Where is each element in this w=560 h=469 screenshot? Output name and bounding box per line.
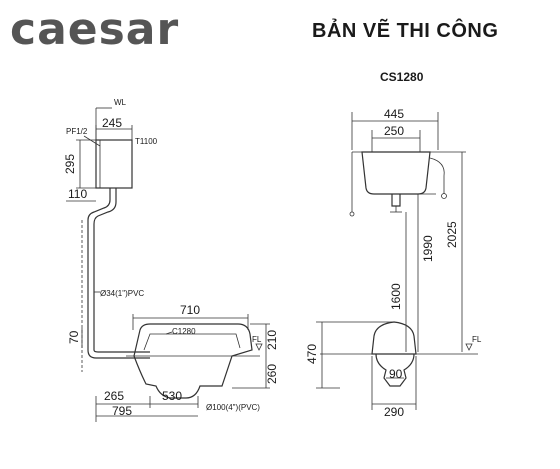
dim-2025: 2025 <box>445 221 459 248</box>
dim-250: 250 <box>384 124 404 138</box>
dim-295: 295 <box>63 154 77 174</box>
side-view: WL 245 PF1/2 T1100 295 110 Ø34(1")PVC <box>63 98 279 422</box>
squat-toilet-front-top <box>371 321 417 355</box>
dim-265: 265 <box>104 389 124 403</box>
fl-label-side: FL <box>252 335 262 344</box>
pull-chain <box>429 157 445 194</box>
squat-toilet-side <box>133 323 253 399</box>
outlet-label: Ø100(4")(PVC) <box>206 403 260 412</box>
page-title: BẢN VẼ THI CÔNG <box>312 20 499 42</box>
dim-1600: 1600 <box>389 283 403 310</box>
flush-pipe <box>87 188 150 359</box>
dim-260: 260 <box>265 364 279 384</box>
fl-label-front: FL <box>472 335 482 344</box>
squat-toilet-front-trap <box>375 353 415 387</box>
wl-label: WL <box>114 98 127 107</box>
model-number: CS1280 <box>380 70 424 84</box>
caesar-logo: caesar <box>10 4 180 55</box>
front-view: 445 250 1990 2025 1600 FL <box>305 107 482 419</box>
dim-530: 530 <box>162 389 182 403</box>
dim-470: 470 <box>305 344 319 364</box>
flush-pipe-inner <box>93 188 150 353</box>
tank-label: T1100 <box>135 137 158 146</box>
dim-795: 795 <box>112 404 132 418</box>
dim-70: 70 <box>67 330 81 344</box>
cistern-tank-side <box>95 139 133 189</box>
cistern-tank-front <box>361 151 431 195</box>
dim-1990: 1990 <box>421 235 435 262</box>
dim-110: 110 <box>68 187 87 201</box>
dim-210: 210 <box>265 330 279 350</box>
dim-710: 710 <box>180 303 200 317</box>
bowl-label: C1280 <box>172 327 196 336</box>
dim-290: 290 <box>384 405 404 419</box>
dim-90: 90 <box>389 367 403 381</box>
dim-245: 245 <box>102 116 122 130</box>
pf-label: PF1/2 <box>66 127 88 136</box>
dim-445: 445 <box>384 107 404 121</box>
pipe-label: Ø34(1")PVC <box>100 289 144 298</box>
